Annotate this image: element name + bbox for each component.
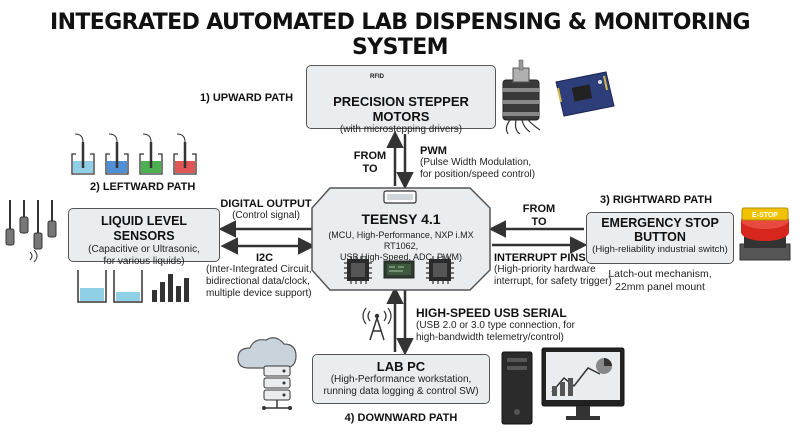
estop-mechanism-line1: Latch-out mechanism, <box>608 268 712 280</box>
tank-level-icon <box>77 270 107 303</box>
to-label: TO <box>362 163 378 175</box>
rfid-label: RFID <box>370 74 384 80</box>
beaker-icon <box>105 133 129 175</box>
liquid-level-sensors-title: LIQUID LEVEL SENSORS <box>100 214 188 243</box>
downward-path-label: 4) DOWNWARD PATH <box>344 412 458 424</box>
emergency-stop-subtitle: (High-reliability industrial switch) <box>592 244 728 255</box>
usb-serial-label: HIGH-SPEED USB SERIAL <box>416 306 567 320</box>
rightward-path-label: 3) RIGHTWARD PATH <box>600 194 713 206</box>
i2c-description-line3: multiple device support) <box>206 288 312 299</box>
tank-level-icon <box>113 270 143 303</box>
pwm-annotation: PWM (Pulse Width Modulation, for positio… <box>420 145 535 181</box>
pc-tower-icon <box>501 351 533 425</box>
i2c-description-line2: bidirectional data/clock, <box>206 276 310 287</box>
usb-serial-description-line1: (USB 2.0 or 3.0 type connection, for <box>416 320 575 331</box>
digital-output-description: (Control signal) <box>232 210 300 221</box>
usb-serial-annotation: HIGH-SPEED USB SERIAL (USB 2.0 or 3.0 ty… <box>416 306 575 344</box>
pwm-description-line2: for position/speed control) <box>420 169 536 180</box>
lab-pc-subtitle-line1: (High-Performance workstation, <box>330 374 472 385</box>
from-label: FROM <box>353 150 387 162</box>
i2c-description-line1: (Inter-Integrated Circuit, <box>206 264 312 275</box>
stepper-motors-box: PRECISION STEPPER MOTORS (with microstep… <box>306 65 496 135</box>
liquid-level-sensors-subtitle-line1: (Capacitive or Ultrasonic, <box>88 244 200 255</box>
estop-label: E-STOP <box>752 212 778 219</box>
upward-path-label: 1) UPWARD PATH <box>200 92 294 104</box>
liquid-level-sensors-box: LIQUID LEVEL SENSORS (Capacitive or Ultr… <box>68 208 220 267</box>
pwm-description-line1: (Pulse Width Modulation, <box>420 157 532 168</box>
emergency-stop-title-line1: EMERGENCY STOP <box>601 216 719 230</box>
digital-output-annotation: DIGITAL OUTPUT (Control signal) <box>220 198 312 222</box>
from-to-label-vertical: FROM TO <box>350 150 390 176</box>
level-bar-chart-icon <box>152 274 189 302</box>
stepper-motor-icon <box>502 59 541 135</box>
teensy-title: TEENSY 4.1 <box>361 211 441 227</box>
lab-pc-subtitle-line2: running data logging & control SW) <box>323 386 479 397</box>
motor-driver-board-icon <box>555 71 615 117</box>
i2c-annotation: I2C (Inter-Integrated Circuit, bidirecti… <box>206 252 312 300</box>
usb-serial-description-line2: high-bandwidth telemetry/control) <box>416 332 564 343</box>
level-probe-icon <box>5 200 57 263</box>
interrupt-pins-label: INTERRUPT PINS <box>494 252 586 264</box>
teensy-board: TEENSY 4.1 (MCU, High-Performance, NXP i… <box>312 212 490 263</box>
board-module-icon <box>383 260 415 279</box>
emergency-stop-box: EMERGENCY STOP BUTTON (High-reliability … <box>586 212 734 264</box>
teensy-subtitle-line1: (MCU, High-Performance, NXP i.MX RT1062, <box>328 230 474 251</box>
from-label: FROM <box>522 203 556 215</box>
lab-pc-title: LAB PC <box>376 359 426 374</box>
interrupt-pins-annotation: INTERRUPT PINS (High-priority hardware i… <box>494 252 612 288</box>
stepper-motors-title: PRECISION STEPPER MOTORS <box>333 94 469 124</box>
estop-button-icon <box>739 207 791 261</box>
stepper-motors-subtitle: (with microstepping drivers) <box>339 124 463 135</box>
beaker-icon <box>71 133 95 175</box>
leftward-path-label: 2) LEFTWARD PATH <box>90 181 196 193</box>
teensy-subtitle-line2: USB High-Speed, ADC, PWM) <box>339 252 463 262</box>
lab-pc-box: LAB PC (High-Performance workstation, ru… <box>312 354 490 404</box>
interrupt-pins-description-line1: (High-priority hardware <box>494 264 596 275</box>
chip-icon <box>344 256 372 284</box>
to-label: TO <box>531 216 547 228</box>
beaker-icon <box>139 133 163 175</box>
i2c-label: I2C <box>256 252 274 264</box>
cloud-server-icon <box>237 337 297 410</box>
interrupt-pins-description-line2: interrupt, for safety trigger) <box>494 276 612 287</box>
monitor-icon <box>541 347 625 420</box>
chip-icon <box>426 256 454 284</box>
page-title: INTEGRATED AUTOMATED LAB DISPENSING & MO… <box>49 10 751 60</box>
from-to-label-right: FROM TO <box>514 203 564 229</box>
liquid-level-sensors-subtitle-line2: for various liquids) <box>103 256 185 267</box>
pwm-label: PWM <box>420 145 447 157</box>
antenna-tower-icon <box>362 307 392 341</box>
estop-mechanism-note: Latch-out mechanism, 22mm panel mount <box>592 268 728 294</box>
beaker-icon <box>173 133 197 175</box>
emergency-stop-title-line2: BUTTON <box>634 230 686 244</box>
estop-mechanism-line2: 22mm panel mount <box>615 281 705 293</box>
digital-output-label: DIGITAL OUTPUT <box>220 198 312 210</box>
